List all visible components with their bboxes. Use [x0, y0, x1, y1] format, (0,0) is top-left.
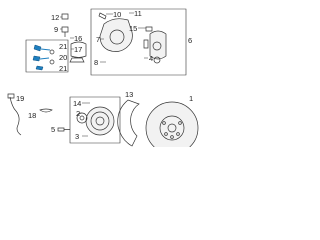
callout-21-top: 21	[59, 42, 67, 51]
brake-disc-stud-3	[170, 135, 174, 139]
brake-disc-stud-2	[178, 121, 182, 125]
callout-4: 4	[149, 54, 153, 63]
cap-part	[61, 13, 69, 20]
hub-mid	[90, 111, 110, 131]
brake-disc-stud-5	[176, 132, 180, 136]
pin-part	[61, 26, 69, 37]
carrier-part	[149, 30, 167, 60]
callout-2: 2	[76, 109, 80, 118]
bracket-frame	[25, 39, 69, 73]
callout-18: 18	[28, 111, 36, 120]
parts-diagram: 12 9 21 20 21 16 17 10 11 15 6 7 8 19 5 …	[7, 8, 199, 147]
brake-pad-part	[70, 41, 87, 58]
callout-8: 8	[94, 58, 98, 67]
hub-inner	[95, 116, 105, 126]
callout-3: 3	[75, 132, 79, 141]
caliper-body	[99, 18, 133, 52]
bolt-upper-shaft	[40, 48, 51, 51]
hub-outer	[85, 106, 115, 136]
bleeder-part	[98, 12, 107, 20]
bearing-inner	[79, 115, 85, 121]
washer-part-2	[49, 59, 55, 65]
bolt-upper-highlight	[33, 44, 42, 52]
clip-part	[39, 108, 53, 113]
pad-shim-part	[69, 57, 85, 63]
callout-14: 14	[73, 99, 81, 108]
callout-21-bottom: 21	[59, 64, 67, 73]
brake-disc-center	[167, 123, 177, 133]
callout-19: 19	[16, 94, 24, 103]
bolt-middle-highlight	[32, 55, 41, 62]
guide-pin-part	[143, 39, 149, 49]
callout-9: 9	[54, 25, 58, 34]
dust-shield-part	[117, 99, 140, 147]
brake-disc-stud-4	[164, 132, 168, 136]
callout-17: 17	[74, 45, 82, 54]
bolt-5-part	[57, 127, 70, 132]
washer-part	[49, 49, 55, 55]
callout-13: 13	[125, 90, 133, 99]
callout-5: 5	[51, 125, 55, 134]
brake-disc-stud	[162, 121, 166, 125]
seal-part	[153, 56, 161, 64]
hub-frame	[69, 96, 121, 144]
bracket-clip-part	[145, 26, 153, 32]
piston-part	[109, 29, 125, 45]
sensor-connector-part	[7, 93, 15, 99]
brake-disc-outer	[145, 101, 199, 147]
callout-10: 10	[113, 10, 121, 19]
boot-part	[152, 41, 162, 51]
callout-1: 1	[189, 94, 193, 103]
bolt-lower-highlight	[35, 65, 44, 71]
callout-11: 11	[134, 9, 142, 18]
brake-disc-hat	[159, 115, 185, 141]
callout-20: 20	[59, 53, 67, 62]
sensor-cable-part	[9, 96, 22, 136]
callout-12: 12	[51, 13, 59, 22]
callout-6: 6	[188, 36, 192, 45]
callout-15: 15	[129, 24, 137, 33]
callout-7: 7	[96, 35, 100, 44]
callout-16: 16	[74, 34, 82, 43]
caliper-frame	[90, 8, 187, 76]
bolt-middle-shaft	[39, 57, 50, 60]
